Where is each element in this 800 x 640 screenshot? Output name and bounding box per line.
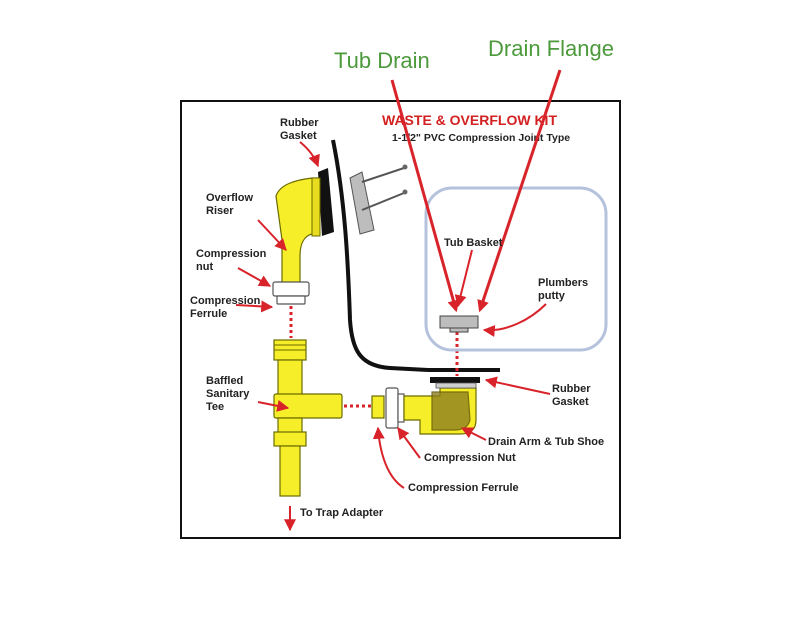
label-plumbers-putty-2: putty	[538, 290, 566, 302]
label-overflow-riser: Overflow	[206, 192, 254, 204]
label-baffled-tee-2: Sanitary	[206, 388, 250, 400]
tub-basket-inset	[424, 186, 608, 352]
overflow-riser	[275, 177, 321, 285]
overflow-cover	[349, 171, 375, 235]
label-tub-basket: Tub Basket	[444, 237, 503, 249]
label-rubber-gasket-right: Rubber	[552, 383, 591, 395]
compression-nut-upper	[272, 281, 310, 297]
tub-basket	[439, 315, 479, 329]
diagram-subtitle: 1-1/2" PVC Compression Joint Type	[392, 132, 570, 144]
drain-flange-callout: Drain Flange	[488, 36, 614, 61]
overflow-screw-bottom	[361, 192, 405, 211]
label-overflow-riser-2: Riser	[206, 205, 234, 217]
compression-nut-lower	[385, 387, 399, 429]
label-compression-ferrule-lower: Compression Ferrule	[408, 482, 519, 494]
label-drain-arm: Drain Arm & Tub Shoe	[488, 436, 604, 448]
compression-ferrule-lower	[371, 395, 385, 419]
label-compression-nut: Compression	[196, 248, 267, 260]
label-plumbers-putty: Plumbers	[538, 277, 588, 289]
diagram-title: WASTE & OVERFLOW KIT	[382, 112, 557, 128]
label-rubber-gasket-top: Rubber	[280, 117, 319, 129]
label-compression-ferrule-2: Ferrule	[190, 308, 227, 320]
label-rubber-gasket-right-2: Gasket	[552, 396, 589, 408]
label-baffled-tee: Baffled	[206, 375, 243, 387]
tub-drain-callout: Tub Drain	[334, 48, 430, 73]
diagram-frame	[180, 100, 621, 539]
label-compression-nut-lower: Compression Nut	[424, 452, 516, 464]
tee-lower-pipe	[279, 445, 301, 497]
label-to-trap-adapter: To Trap Adapter	[300, 507, 384, 519]
baffled-tee-body	[277, 359, 303, 401]
label-baffled-tee-3: Tee	[206, 401, 224, 413]
label-compression-ferrule: Compression	[190, 295, 261, 307]
overflow-gasket	[318, 168, 334, 236]
overflow-screw-top	[361, 167, 405, 183]
tub-wall	[331, 139, 429, 372]
label-rubber-gasket-top-2: Gasket	[280, 130, 317, 142]
shoe-gasket	[430, 377, 480, 383]
label-compression-nut-2: nut	[196, 261, 213, 273]
